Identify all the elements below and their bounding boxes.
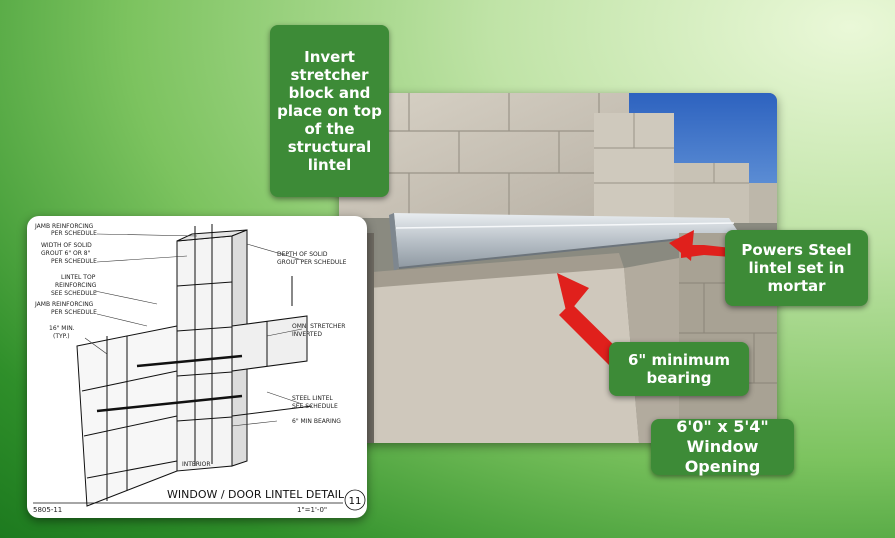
lintel-photo bbox=[339, 93, 777, 443]
callout-invert-stretcher: Invert stretcher block and place on top … bbox=[270, 25, 389, 197]
lintel-detail-drawing: JAMB REINFORCING PER SCHEDULE WIDTH OF S… bbox=[27, 216, 367, 518]
label-steel-lintel: STEEL LINTEL bbox=[292, 395, 333, 402]
drawing-code: 5805-11 bbox=[33, 506, 62, 514]
label-16-min: 16" MIN. bbox=[49, 325, 75, 332]
detail-number: 11 bbox=[349, 496, 362, 507]
label-16-min-2: (TYP.) bbox=[53, 333, 70, 340]
svg-text:JAMB REINFORCING PER SCH: JAMB REINFORCING PER SCHEDULE bbox=[34, 223, 97, 237]
svg-text:JAMB REINFORCING PER SCH: JAMB REINFORCING PER SCHEDULE bbox=[34, 301, 97, 316]
svg-text:DEPTH OF SOLID GROUT PER: DEPTH OF SOLID GROUT PER SCHEDULE bbox=[277, 251, 347, 266]
label-steel-lintel-2: SEE SCHEDULE bbox=[292, 403, 338, 410]
label-jamb-reinforcing-lower-2: PER SCHEDULE bbox=[51, 309, 97, 316]
label-depth-grout-2: GROUT PER SCHEDULE bbox=[277, 259, 347, 266]
label-jamb-reinforcing: JAMB REINFORCING bbox=[34, 223, 94, 230]
drawing-title: WINDOW / DOOR LINTEL DETAIL bbox=[167, 488, 345, 501]
svg-text:LINTEL TOP REINFORCING: LINTEL TOP REINFORCING SEE SCHEDULE bbox=[51, 274, 98, 297]
svg-text:WIDTH OF SOLID GROUT 6": WIDTH OF SOLID GROUT 6" OR 8" PER SCHEDU… bbox=[41, 242, 97, 265]
svg-text:16" MIN. (TYP.): 16" MIN. (TYP.) bbox=[49, 325, 77, 340]
svg-text:OMNI STRETCHER INVERTED: OMNI STRETCHER INVERTED bbox=[292, 323, 347, 338]
label-depth-grout: DEPTH OF SOLID bbox=[277, 251, 328, 258]
callout-powers-steel-lintel: Powers Steel lintel set in mortar bbox=[725, 230, 868, 306]
label-interior: INTERIOR bbox=[182, 461, 211, 468]
label-width-grout-2: GROUT 6" OR 8" bbox=[41, 250, 91, 257]
label-min-bearing: 6" MIN BEARING bbox=[292, 418, 341, 425]
svg-text:STEEL LINTEL SEE SCHEDUL: STEEL LINTEL SEE SCHEDULE bbox=[292, 395, 338, 410]
label-lintel-top-2: REINFORCING bbox=[55, 282, 97, 289]
detail-number-circle bbox=[344, 489, 366, 511]
label-omni-stretcher-2: INVERTED bbox=[292, 331, 322, 338]
label-width-grout-3: PER SCHEDULE bbox=[51, 258, 97, 265]
label-omni-stretcher: OMNI STRETCHER bbox=[292, 323, 345, 330]
label-lintel-top-3: SEE SCHEDULE bbox=[51, 290, 97, 297]
drawing-scale: 1"=1'-0" bbox=[297, 506, 327, 514]
label-lintel-top: LINTEL TOP bbox=[61, 274, 96, 281]
callout-minimum-bearing: 6" minimum bearing bbox=[609, 342, 749, 396]
label-width-grout: WIDTH OF SOLID bbox=[41, 242, 92, 249]
callout-window-opening: 6'0" x 5'4" Window Opening bbox=[651, 417, 794, 476]
label-jamb-reinforcing-lower: JAMB REINFORCING bbox=[34, 301, 94, 308]
arrow-bearing bbox=[559, 303, 624, 367]
label-jamb-reinforcing-2: PER SCHEDULE bbox=[51, 230, 97, 237]
